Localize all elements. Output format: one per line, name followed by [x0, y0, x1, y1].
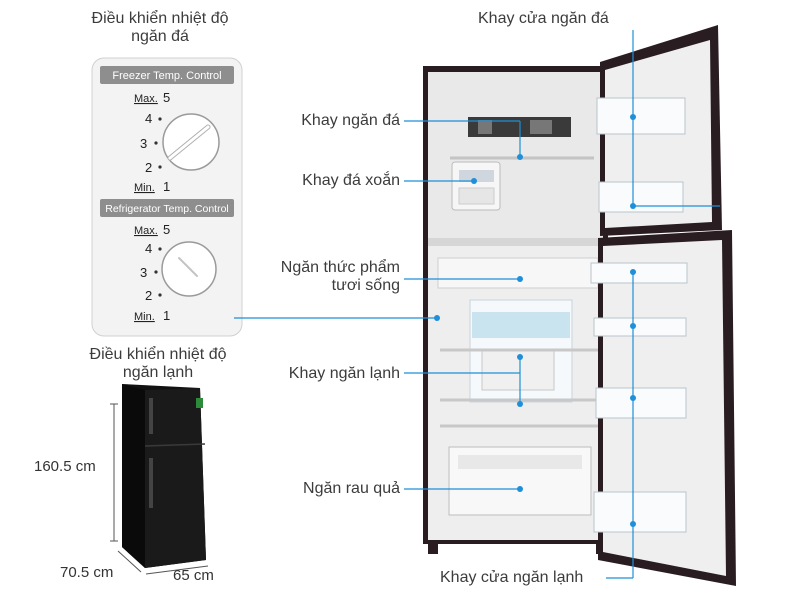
freezer-tick-3: 3 — [140, 136, 147, 151]
fridge-min-label: Min. — [134, 311, 155, 323]
label-freezer-control-line1: Điều khiển nhiệt độ — [91, 10, 229, 27]
label-ice-tray: Khay ngăn đá — [301, 112, 400, 129]
label-freezer-control: Điều khiển nhiệt độ ngăn đá — [92, 10, 229, 46]
freezer-door-shelf-2 — [598, 181, 684, 213]
dimension-lines — [110, 403, 209, 575]
freezer-tick-5: 5 — [163, 90, 170, 105]
dimension-depth: 70.5 cm — [60, 564, 114, 581]
fridge-tick-4: 4 — [145, 241, 152, 256]
freezer-min-label: Min. — [134, 182, 155, 194]
fridge-tick-3: 3 — [140, 265, 147, 280]
fridge-scale: Max. 5 4 3 2 Min. 1 — [134, 222, 170, 323]
fridge-thumbnail — [122, 384, 206, 568]
freezer-tick-2: 2 — [145, 160, 152, 175]
label-fridge-shelf: Khay ngăn lạnh — [288, 365, 400, 382]
label-fresh-food-line1: Ngăn thức phẩm — [280, 259, 400, 276]
label-fridge-door-tray: Khay cửa ngăn lạnh — [440, 569, 584, 586]
freezer-door-shelf-1 — [596, 97, 686, 135]
freezer-max-label: Max. — [134, 93, 158, 105]
label-fresh-food: Ngăn thức phẩm tươi sống — [281, 259, 400, 295]
label-fridge-control: Điều khiển nhiệt độ ngăn lạnh — [90, 346, 227, 382]
freezer-title-bar — [100, 66, 234, 84]
fridge-max-label: Max. — [134, 225, 158, 237]
freezer-tick-1: 1 — [163, 179, 170, 194]
label-fridge-control-line2: ngăn lạnh — [122, 364, 194, 381]
fresh-food-drawer — [437, 257, 599, 289]
fridge-door-shelf-4 — [593, 491, 687, 533]
refrigerator-illustration — [423, 25, 736, 586]
label-freezer-door-tray: Khay cửa ngăn đá — [478, 10, 609, 27]
fridge-title-bar — [100, 199, 234, 217]
fridge-door-shelf-2 — [593, 317, 687, 337]
fridge-tick-2: 2 — [145, 288, 152, 303]
freezer-compartment — [428, 72, 603, 240]
fridge-door-shelf-1 — [590, 262, 688, 284]
fridge-tick-1: 1 — [163, 308, 170, 323]
label-twist-ice: Khay đá xoắn — [302, 172, 400, 189]
label-fridge-control-line1: Điều khiển nhiệt độ — [89, 346, 227, 363]
freezer-panel-title: Freezer Temp. Control — [112, 70, 221, 82]
fridge-panel-title: Refrigerator Temp. Control — [105, 203, 229, 215]
dimension-width: 65 cm — [173, 567, 214, 584]
fridge-door-shelf-3 — [595, 387, 687, 419]
fridge-tick-5: 5 — [163, 222, 170, 237]
dimension-height: 160.5 cm — [34, 458, 96, 475]
label-vegetable: Ngăn rau quả — [303, 480, 400, 497]
freezer-scale: Max. 5 4 3 2 Min. 1 — [134, 90, 170, 194]
label-fresh-food-line2: tươi sống — [331, 277, 400, 294]
freezer-tick-4: 4 — [145, 111, 152, 126]
label-freezer-control-line2: ngăn đá — [131, 28, 189, 45]
temperature-control-panel: Freezer Temp. Control Refrigerator Temp.… — [91, 57, 243, 337]
pointer-dots — [434, 114, 636, 527]
